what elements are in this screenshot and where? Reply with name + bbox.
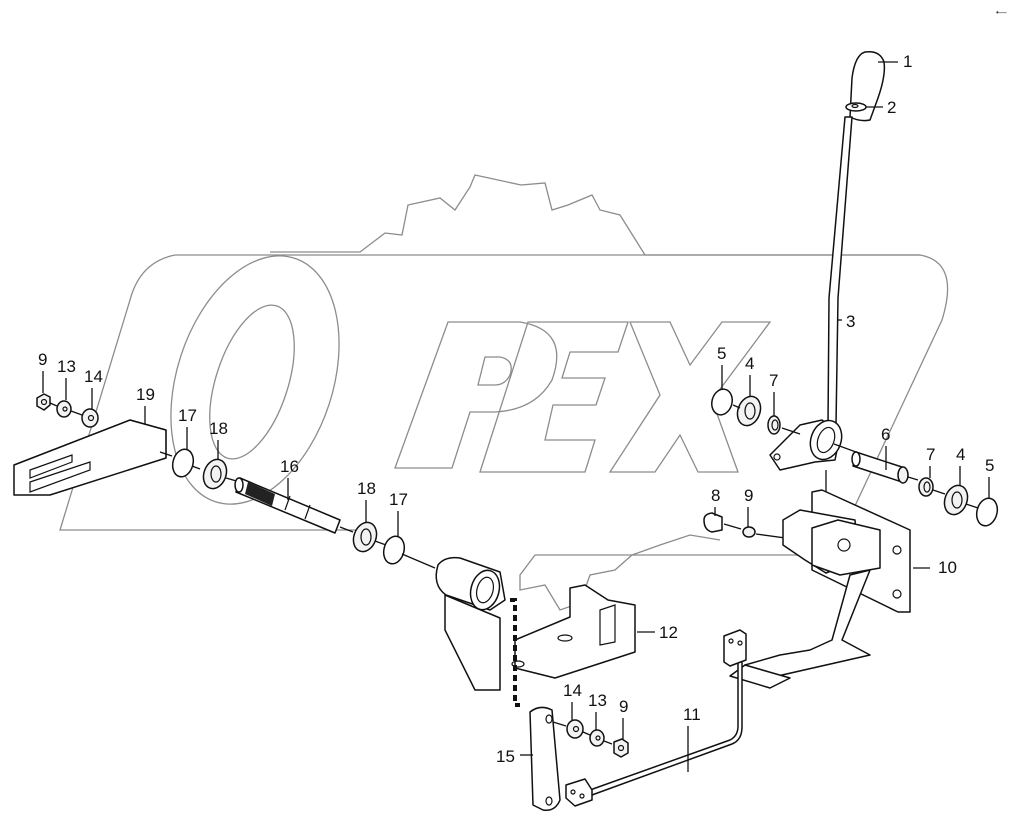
callout-7-right: 7 xyxy=(926,445,936,464)
snap-ring-part-5-right xyxy=(975,497,999,527)
callout-7-left: 7 xyxy=(769,371,779,390)
lever-part-3 xyxy=(769,116,853,471)
rod-part-11 xyxy=(565,629,747,807)
bearing-part-4-right xyxy=(943,484,969,516)
callout-13-left: 13 xyxy=(57,357,76,376)
nut-part-9-center xyxy=(742,526,756,538)
callout-5-right: 5 xyxy=(985,456,995,475)
assembly-dashed-line xyxy=(510,598,520,707)
bushing-part-7-right xyxy=(918,477,934,497)
callout-14-bottom: 14 xyxy=(563,681,582,700)
bearing-part-18-right xyxy=(352,521,378,553)
callout-17-left: 17 xyxy=(178,406,197,425)
fork-arm-part-19 xyxy=(13,419,167,496)
corner-mark: •— xyxy=(996,8,1007,17)
nut-part-9-bottom xyxy=(613,738,629,758)
callout-4-right: 4 xyxy=(956,445,966,464)
bracket-part-10 xyxy=(729,489,911,689)
pin-part-6 xyxy=(851,451,909,484)
callout-12: 12 xyxy=(659,623,678,642)
nut-part-9-left xyxy=(36,393,51,411)
callout-17-right: 17 xyxy=(389,490,408,509)
callout-9-bottom: 9 xyxy=(619,697,629,716)
callout-1: 1 xyxy=(903,52,913,71)
bushing-part-7-left xyxy=(767,415,781,435)
bearing-part-4-left xyxy=(736,395,762,427)
callout-14-left: 14 xyxy=(84,367,103,386)
snap-ring-part-5-left xyxy=(711,388,733,416)
opex-watermark xyxy=(59,174,949,611)
snap-ring-part-17-left xyxy=(171,448,195,478)
lock-washer-part-13-left xyxy=(56,400,72,418)
callout-4-left: 4 xyxy=(745,354,755,373)
callout-leaders xyxy=(42,61,990,772)
callout-19: 19 xyxy=(136,385,155,404)
callout-15: 15 xyxy=(496,747,515,766)
support-part-12 xyxy=(435,556,636,691)
callout-2: 2 xyxy=(887,98,897,117)
callout-11: 11 xyxy=(683,705,701,724)
callout-9-center: 9 xyxy=(744,486,754,505)
callout-18-right: 18 xyxy=(357,479,376,498)
callout-8: 8 xyxy=(711,486,721,505)
callout-18-left: 18 xyxy=(209,419,228,438)
bolt-part-8 xyxy=(703,512,723,533)
bearing-part-18-left xyxy=(202,458,228,490)
callout-9-left: 9 xyxy=(38,350,48,369)
callout-16: 16 xyxy=(280,457,299,476)
callout-13-bottom: 13 xyxy=(588,691,607,710)
callout-3: 3 xyxy=(846,312,856,331)
snap-ring-part-17-right xyxy=(382,535,406,565)
washer-part-14-bottom xyxy=(566,719,584,739)
lock-washer-part-13-bottom xyxy=(589,729,605,747)
shaft-part-16 xyxy=(234,477,341,534)
callout-6: 6 xyxy=(881,425,891,444)
washer-part-14-left xyxy=(81,408,99,428)
link-arm-part-15 xyxy=(529,706,561,812)
callout-10: 10 xyxy=(938,558,957,577)
callout-5-left: 5 xyxy=(717,344,727,363)
ring-part-2 xyxy=(845,102,867,112)
